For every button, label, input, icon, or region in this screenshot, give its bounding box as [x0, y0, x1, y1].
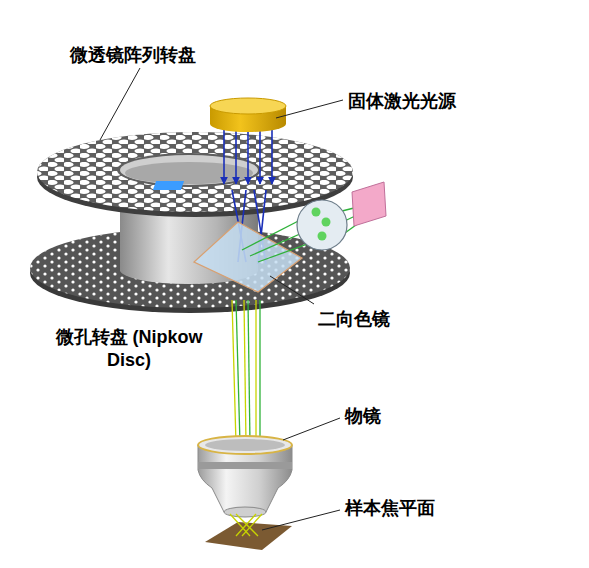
part-label: 物镜 [345, 405, 445, 428]
focused-lens-spots [153, 181, 184, 190]
microlens-disc [37, 132, 353, 217]
part-label: 微孔转盘 (Nipkow Disc) [48, 326, 210, 371]
objective-lens [198, 436, 292, 517]
emission-lens [297, 200, 347, 250]
detector-pinhole [352, 182, 386, 226]
part-label: 二向色镜 [318, 308, 438, 331]
dichroic-mirror [194, 222, 302, 292]
leader-lines [100, 68, 343, 530]
part-label: 固体激光光源 [348, 90, 508, 113]
part-label: 样本焦平面 [345, 497, 485, 520]
objective-beams [232, 300, 260, 444]
part-label: 微透镜阵列转盘 [70, 44, 270, 67]
laser-source [210, 98, 286, 132]
focus-cone [230, 514, 262, 536]
